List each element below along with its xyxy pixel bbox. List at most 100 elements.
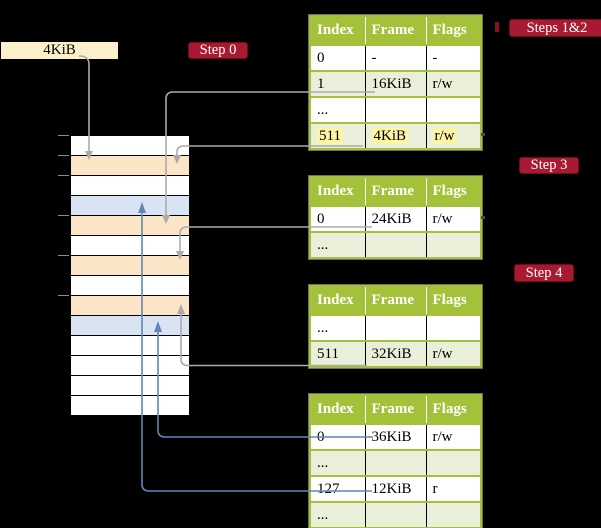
steps-1-2-badge-label: Steps 1&2 — [526, 19, 588, 36]
table-cell: 16KiB — [365, 70, 427, 97]
column-header: Frame — [365, 395, 427, 425]
memory-frame-row — [71, 156, 189, 176]
table-cell — [365, 231, 427, 258]
table-cell: r/w — [426, 205, 481, 232]
table-cell — [426, 449, 481, 476]
entry-mark-icon — [481, 216, 485, 219]
table-cell — [426, 501, 481, 528]
table-cell: ... — [310, 501, 366, 528]
table-row: 0-- — [310, 44, 481, 71]
column-header: Index — [310, 395, 366, 425]
step-3-badge-label: Step 3 — [530, 157, 568, 174]
table-cell: 127 — [310, 475, 366, 502]
table-row: ... — [310, 96, 481, 123]
memory-frame-row — [71, 196, 189, 216]
frame-tick — [58, 155, 69, 156]
table-cell: 0 — [310, 44, 366, 71]
highlighted-value: r/w — [432, 127, 457, 144]
table-cell: ... — [310, 314, 366, 341]
table-row: ... — [310, 449, 481, 476]
column-header: Index — [310, 286, 366, 316]
column-header: Flags — [426, 16, 481, 46]
memory-frame-row — [71, 396, 189, 415]
table-cell — [365, 449, 427, 476]
table-cell: r/w — [426, 122, 481, 149]
table-cell: 1 — [310, 70, 366, 97]
table-cell: 0 — [310, 205, 366, 232]
frame-size-label: 4KiB — [1, 42, 118, 59]
memory-frame-row — [71, 316, 189, 336]
table-cell: 0 — [310, 423, 366, 450]
step-4-badge-label: Step 4 — [525, 264, 563, 281]
memory-frame-row — [71, 176, 189, 196]
table-cell: 24KiB — [365, 205, 427, 232]
column-header: Flags — [426, 177, 481, 207]
table-cell: ... — [310, 96, 366, 123]
table-cell: ... — [310, 231, 366, 258]
table-row: 511 4KiB r/w — [310, 122, 481, 149]
memory-frame-row — [71, 136, 189, 156]
table-cell: 36KiB — [365, 423, 427, 450]
column-header: Index — [310, 177, 366, 207]
frame-tick — [58, 255, 69, 256]
table-cell: r/w — [426, 340, 481, 367]
column-header: Frame — [365, 177, 427, 207]
memory-frame-row — [71, 336, 189, 356]
step-3-badge: Step 3 — [519, 157, 579, 174]
table-cell — [426, 314, 481, 341]
table-cell: r/w — [426, 423, 481, 450]
table-cell — [365, 501, 427, 528]
memory-frame-row — [71, 216, 189, 236]
frame-tick — [58, 175, 69, 176]
column-header: Flags — [426, 286, 481, 316]
table-row: ... — [310, 314, 481, 341]
table-cell — [426, 231, 481, 258]
frame-tick — [58, 215, 69, 216]
table-cell: 511 — [310, 340, 366, 367]
step-0-badge-label: Step 0 — [199, 42, 237, 59]
table-cell: 12KiB — [365, 475, 427, 502]
step-4-badge: Step 4 — [514, 264, 574, 282]
column-header: Frame — [365, 16, 427, 46]
badge-edge-mark — [495, 22, 499, 32]
memory-frame-row — [71, 256, 189, 276]
frame-tick — [58, 135, 69, 136]
entry-mark-icon — [481, 133, 485, 136]
highlighted-value: 511 — [317, 127, 343, 144]
table-cell: - — [426, 44, 481, 71]
table-cell: - — [365, 44, 427, 71]
physical-memory-stack — [70, 135, 190, 416]
memory-frame-row — [71, 276, 189, 296]
table-cell — [426, 96, 481, 123]
step-0-badge: Step 0 — [188, 42, 248, 59]
table-cell: 511 — [310, 122, 366, 149]
table-cell: 32KiB — [365, 340, 427, 367]
table-cell — [365, 96, 427, 123]
memory-frame-row — [71, 236, 189, 256]
table-row: ... — [310, 501, 481, 528]
table-cell: 4KiB — [365, 122, 427, 149]
table-row: ... — [310, 231, 481, 258]
table-cell: r/w — [426, 70, 481, 97]
frame-size-label-text: 4KiB — [43, 42, 76, 58]
memory-frame-row — [71, 376, 189, 396]
column-header: Frame — [365, 286, 427, 316]
highlighted-value: 4KiB — [371, 127, 409, 144]
steps-1-2-badge: Steps 1&2 — [509, 19, 601, 37]
column-header: Flags — [426, 395, 481, 425]
table-cell — [365, 314, 427, 341]
memory-frame-row — [71, 356, 189, 376]
memory-frame-row — [71, 296, 189, 316]
